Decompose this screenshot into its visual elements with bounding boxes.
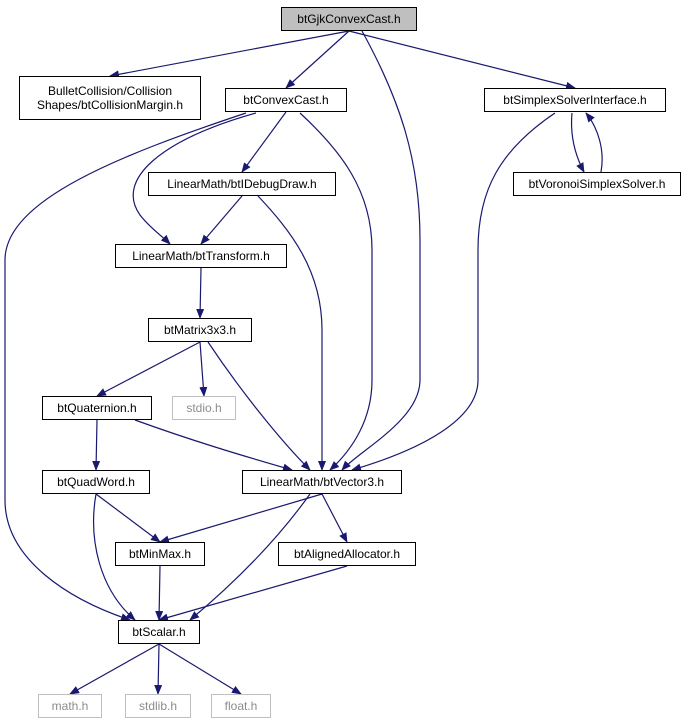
edge-voronoi-to-simplex bbox=[585, 112, 603, 173]
node-debugdraw[interactable]: LinearMath/btIDebugDraw.h bbox=[148, 172, 336, 196]
edge-scalar-to-stdlib bbox=[154, 643, 163, 695]
node-transform[interactable]: LinearMath/btTransform.h bbox=[115, 244, 287, 268]
edge-matrix-to-vector3 bbox=[207, 341, 311, 471]
edge-vector3-to-aligned bbox=[321, 493, 348, 543]
node-float: float.h bbox=[211, 694, 271, 718]
node-vector3[interactable]: LinearMath/btVector3.h bbox=[242, 470, 402, 494]
node-simplex[interactable]: btSimplexSolverInterface.h bbox=[484, 88, 666, 112]
node-stdio: stdio.h bbox=[172, 396, 236, 420]
edge-quadword-to-scalar bbox=[93, 493, 136, 621]
edge-simplex-to-voronoi bbox=[570, 112, 585, 173]
node-quat[interactable]: btQuaternion.h bbox=[42, 396, 152, 420]
node-aligned[interactable]: btAlignedAllocator.h bbox=[278, 542, 416, 566]
node-convexcast[interactable]: btConvexCast.h bbox=[225, 88, 347, 112]
node-gjk[interactable]: btGjkConvexCast.h bbox=[281, 7, 417, 31]
node-math: math.h bbox=[38, 694, 102, 718]
edge-debugdraw-to-vector3 bbox=[257, 195, 326, 471]
edge-gjk-to-vector3 bbox=[341, 30, 421, 471]
edge-convexcast-to-scalar bbox=[4, 112, 247, 621]
node-minmax[interactable]: btMinMax.h bbox=[115, 542, 205, 566]
edge-quadword-to-minmax bbox=[95, 493, 161, 543]
node-matrix[interactable]: btMatrix3x3.h bbox=[148, 318, 252, 342]
edge-quat-to-quadword bbox=[92, 419, 101, 471]
edge-convexcast-to-debugdraw bbox=[241, 111, 287, 173]
edge-vector3-to-minmax bbox=[159, 493, 323, 544]
edge-gjk-to-simplex bbox=[348, 30, 576, 90]
edge-scalar-to-math bbox=[69, 643, 160, 695]
edge-gjk-to-margin bbox=[109, 30, 350, 79]
edge-simplex-to-vector3 bbox=[351, 112, 556, 472]
edge-matrix-to-stdio bbox=[199, 341, 208, 397]
node-margin[interactable]: BulletCollision/Collision Shapes/btColli… bbox=[19, 76, 201, 120]
edge-convexcast-to-vector3 bbox=[299, 112, 373, 471]
edge-transform-to-matrix bbox=[196, 267, 205, 319]
edge-minmax-to-scalar bbox=[155, 565, 164, 621]
edge-debugdraw-to-transform bbox=[200, 195, 243, 245]
node-scalar[interactable]: btScalar.h bbox=[118, 620, 200, 644]
edge-aligned-to-scalar bbox=[158, 565, 348, 622]
node-stdlib: stdlib.h bbox=[125, 694, 191, 718]
edge-gjk-to-convexcast bbox=[285, 30, 350, 89]
edge-vector3-to-scalar bbox=[189, 493, 311, 621]
edge-matrix-to-quat bbox=[96, 341, 201, 397]
edge-convexcast-to-transform bbox=[132, 112, 257, 245]
edge-scalar-to-float bbox=[158, 643, 242, 695]
edge-quat-to-vector3 bbox=[134, 419, 293, 472]
node-voronoi[interactable]: btVoronoiSimplexSolver.h bbox=[513, 172, 681, 196]
node-quadword[interactable]: btQuadWord.h bbox=[42, 470, 150, 494]
